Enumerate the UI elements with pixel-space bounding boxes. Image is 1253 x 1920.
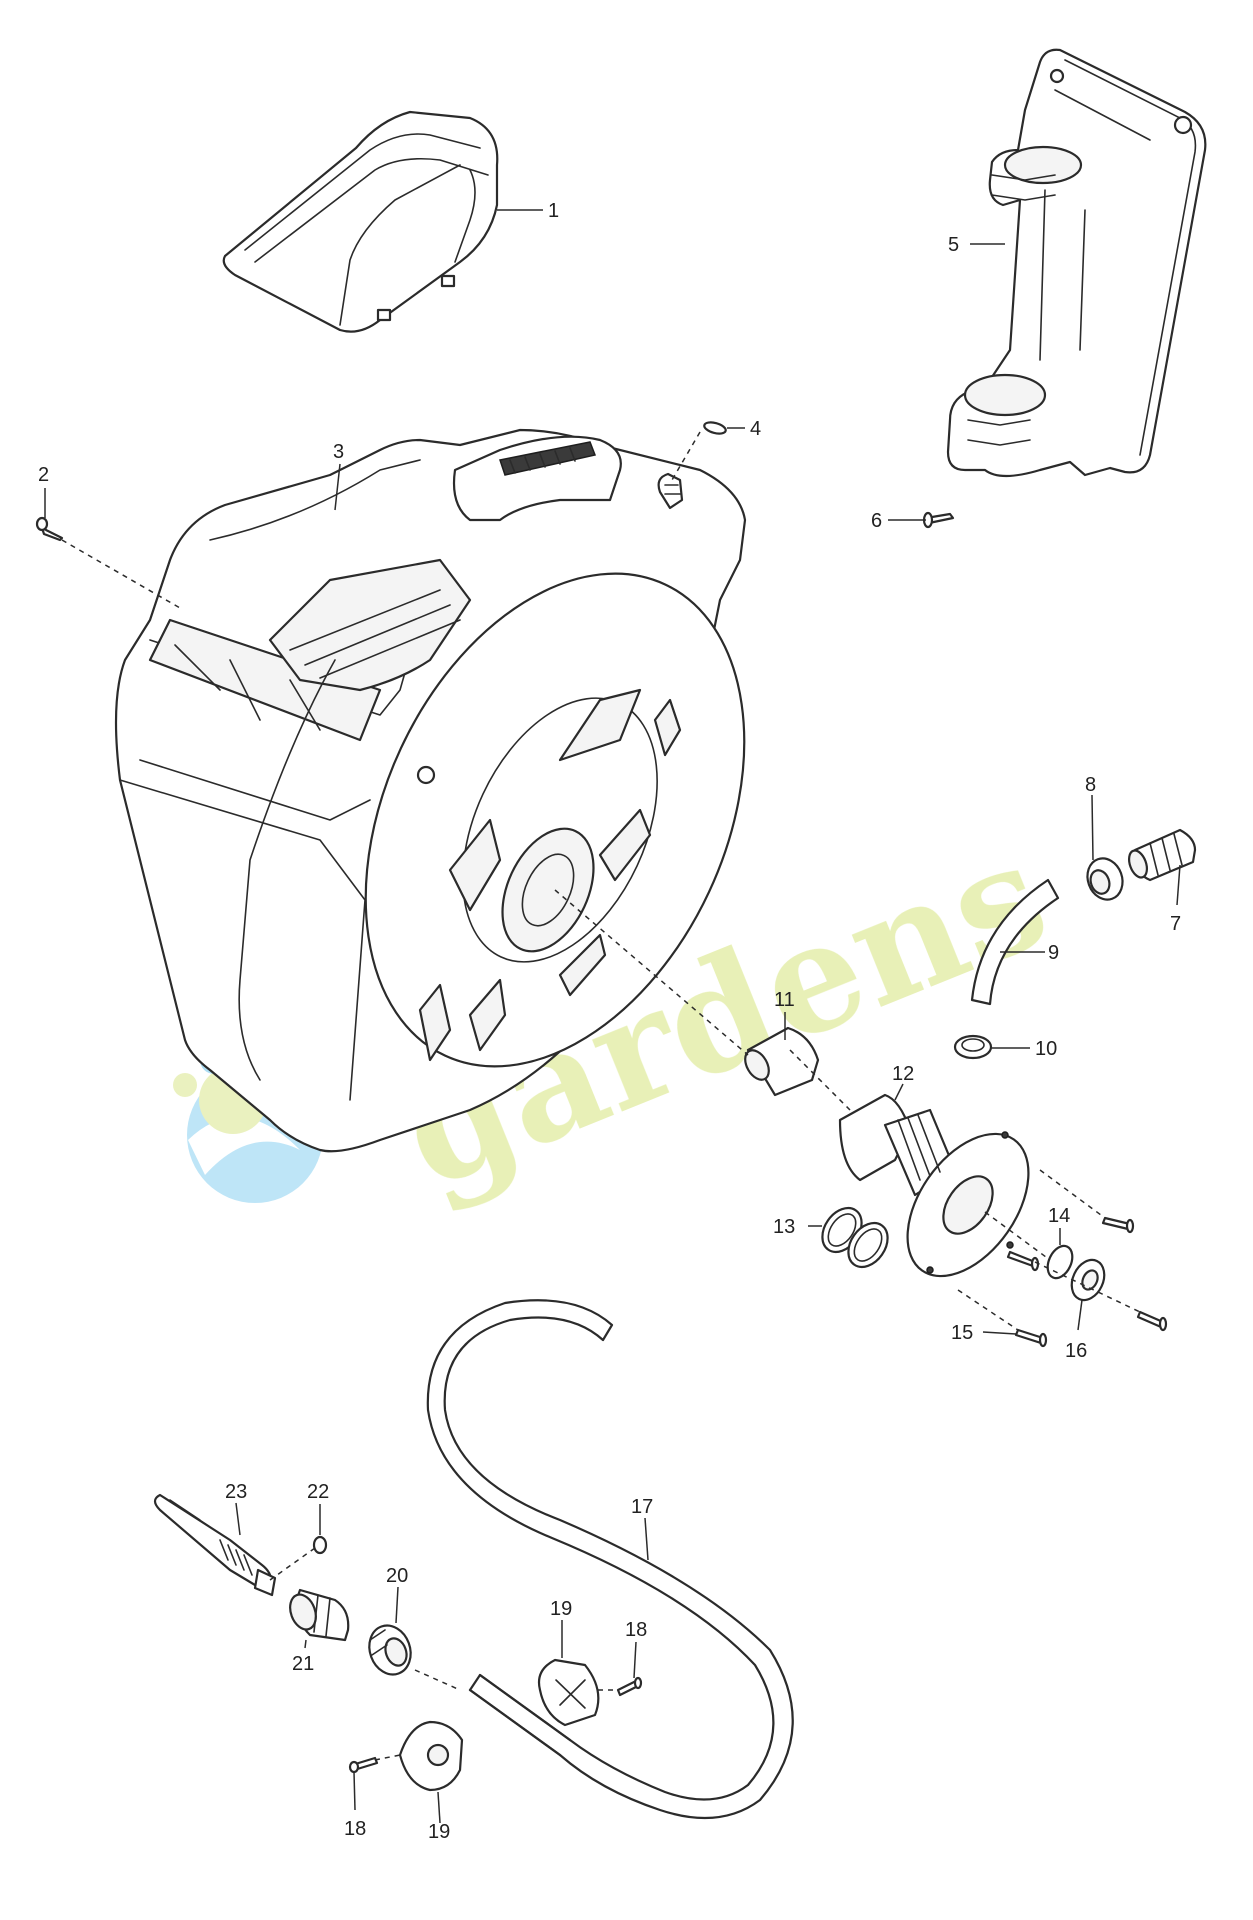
callout-17: 17 bbox=[631, 1496, 653, 1518]
callout-19a: 19 bbox=[550, 1598, 572, 1620]
part-spray-nozzle bbox=[153, 1493, 277, 1597]
part-wall-bracket bbox=[946, 48, 1207, 478]
part-o-ring-22 bbox=[312, 1535, 328, 1555]
assembly-lines bbox=[61, 431, 1141, 1761]
callout-11: 11 bbox=[774, 989, 795, 1011]
part-screw-18a bbox=[616, 1676, 643, 1697]
callout-22: 22 bbox=[307, 1481, 329, 1503]
callout-18b: 18 bbox=[344, 1818, 366, 1840]
callout-7: 7 bbox=[1170, 913, 1181, 935]
callout-8: 8 bbox=[1085, 774, 1096, 796]
part-o-ring-14 bbox=[1046, 1244, 1074, 1280]
callout-13: 13 bbox=[773, 1216, 795, 1238]
part-top-cover bbox=[222, 110, 499, 333]
part-hose-clip-19b bbox=[398, 1720, 464, 1792]
part-hose-clip-19a bbox=[537, 1658, 600, 1727]
callout-23: 23 bbox=[225, 1481, 247, 1503]
callout-4: 4 bbox=[750, 418, 761, 440]
part-screw-18b bbox=[348, 1756, 379, 1774]
part-screws-15 bbox=[1006, 1216, 1168, 1348]
callout-18a: 18 bbox=[625, 1619, 647, 1641]
part-connector-7 bbox=[1127, 828, 1197, 882]
part-connector-21 bbox=[289, 1588, 350, 1642]
part-short-hose bbox=[970, 878, 1060, 1006]
callout-19b: 19 bbox=[428, 1821, 450, 1843]
callout-15: 15 bbox=[951, 1322, 973, 1344]
callout-2: 2 bbox=[38, 464, 49, 486]
part-nut-16 bbox=[1070, 1258, 1106, 1302]
callout-3: 3 bbox=[333, 441, 344, 463]
callout-9: 9 bbox=[1048, 942, 1059, 964]
part-long-hose bbox=[426, 1299, 794, 1820]
leader-lines bbox=[44, 209, 1181, 1824]
callout-12: 12 bbox=[892, 1063, 914, 1085]
callout-20: 20 bbox=[386, 1565, 408, 1587]
part-small-plug bbox=[703, 421, 727, 435]
part-screw-2 bbox=[35, 516, 64, 542]
part-nut-20 bbox=[368, 1624, 412, 1676]
callout-21: 21 bbox=[292, 1653, 314, 1675]
callout-16: 16 bbox=[1065, 1340, 1087, 1362]
callout-5: 5 bbox=[948, 234, 959, 256]
part-screw-6 bbox=[922, 511, 955, 529]
callout-1: 1 bbox=[548, 200, 559, 222]
part-o-rings bbox=[821, 1206, 889, 1269]
part-swivel-hub bbox=[838, 1093, 1030, 1278]
part-hose-clamp bbox=[953, 1034, 993, 1060]
callout-10: 10 bbox=[1035, 1038, 1057, 1060]
callout-6: 6 bbox=[871, 510, 882, 532]
callout-labels: 1 2 3 4 5 6 7 8 9 10 11 12 13 14 15 16 1… bbox=[38, 200, 1181, 1843]
part-main-housing bbox=[114, 428, 747, 1153]
part-nut-8 bbox=[1086, 857, 1124, 901]
callout-14: 14 bbox=[1048, 1205, 1070, 1227]
